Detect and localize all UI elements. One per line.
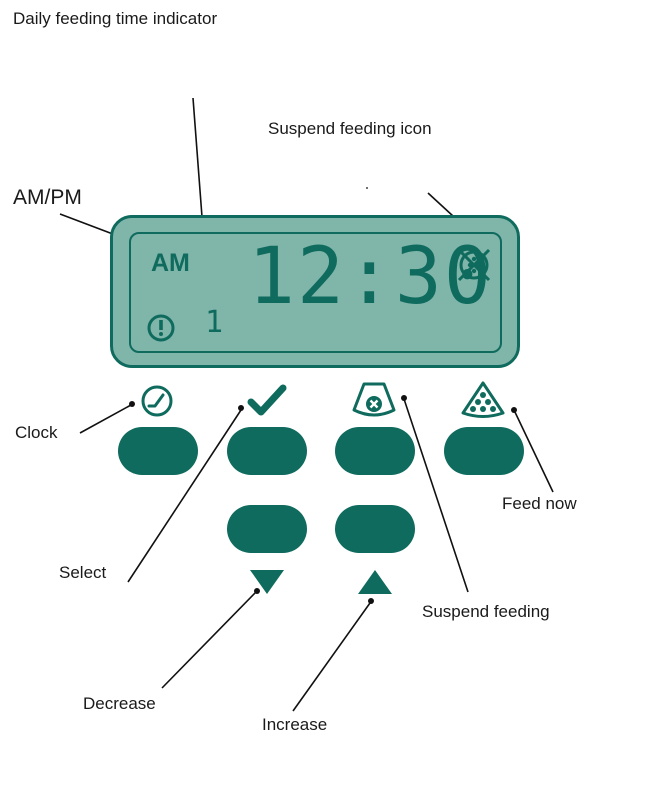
feed-now-button[interactable] <box>444 427 524 475</box>
stray-dot <box>366 187 368 189</box>
label-suspend-feeding-icon: Suspend feeding icon <box>268 119 432 138</box>
lcd-inner-frame <box>129 232 502 353</box>
label-daily-feeding-time-indicator: Daily feeding time indicator <box>13 9 218 28</box>
decrease-button[interactable] <box>227 505 307 553</box>
select-button[interactable] <box>227 427 307 475</box>
increase-button[interactable] <box>335 505 415 553</box>
feed-now-icon <box>461 381 505 418</box>
suspend-feeding-icon <box>352 382 396 417</box>
leader-dot-clock <box>129 401 135 407</box>
am-pm-indicator: AM <box>151 249 190 277</box>
label-select: Select <box>59 563 107 582</box>
leader-dot-feed-now <box>511 407 517 413</box>
leader-dot-decrease <box>254 588 260 594</box>
daily-feeding-time-indicator: 1 <box>205 305 224 340</box>
clock-button[interactable] <box>118 427 198 475</box>
label-increase: Increase <box>262 715 328 734</box>
label-feed-now: Feed now <box>502 494 577 513</box>
leader-line-decrease <box>161 591 257 689</box>
exclamation-circle-icon <box>147 314 175 342</box>
checkmark-icon <box>247 384 287 416</box>
leader-line-feed-now <box>513 409 554 493</box>
triangle-up-icon <box>358 570 392 594</box>
suspend-feeding-button[interactable] <box>335 427 415 475</box>
clock-icon <box>141 385 173 417</box>
time-readout: 12:30 <box>248 232 493 322</box>
leader-line-select <box>127 409 242 583</box>
leader-dot-select <box>238 405 244 411</box>
suspend-feeding-lcd-icon <box>457 248 491 282</box>
label-suspend-feeding: Suspend feeding <box>422 602 550 621</box>
leader-dot-increase <box>368 598 374 604</box>
leader-line-suspend-feeding <box>403 398 469 593</box>
label-am-pm: AM/PM <box>13 186 82 209</box>
leader-line-clock <box>79 404 132 434</box>
triangle-down-icon <box>250 570 284 594</box>
label-decrease: Decrease <box>83 694 156 713</box>
leader-line-increase <box>292 602 371 712</box>
label-clock: Clock <box>15 423 58 442</box>
leader-dot-suspend-feeding <box>401 395 407 401</box>
lcd-display: AM 12:30 1 <box>110 215 520 368</box>
